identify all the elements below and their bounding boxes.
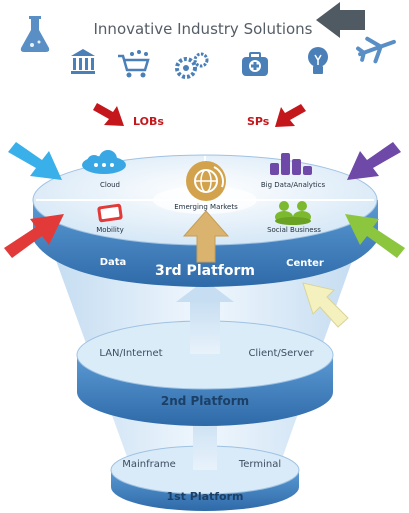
lightbulb-icon	[308, 47, 328, 74]
sps-label: SPs	[247, 115, 270, 128]
emerging-markets-arrow-icon	[182, 210, 230, 263]
social-business-arrow-icon	[345, 214, 405, 258]
flask-icon	[20, 16, 50, 52]
title: Innovative Industry Solutions	[94, 20, 313, 38]
pillar-label-cloud: Cloud	[100, 181, 120, 189]
pillar-label-social-business: Social Business	[267, 226, 321, 234]
gears-icon	[175, 52, 209, 79]
lobs-label: LOBs	[133, 115, 164, 128]
title-arrow-icon	[316, 2, 365, 38]
globe-icon	[186, 161, 226, 201]
pillar-label-mobility: Mobility	[96, 226, 124, 234]
cloud-chat-icon	[82, 150, 126, 174]
bar-chart-icon	[270, 153, 312, 175]
platform-2-left: LAN/Internet	[99, 348, 162, 359]
platform-3-ring-left: Data	[100, 257, 127, 268]
platform-3-name: 3rd Platform	[155, 263, 255, 279]
pillar-label-emerging-markets: Emerging Markets	[174, 203, 238, 211]
platform-3-ring-right: Center	[286, 258, 324, 269]
platform-2-name: 2nd Platform	[161, 394, 249, 408]
platform-2-right: Client/Server	[248, 348, 314, 359]
cloud-arrow-icon	[8, 142, 62, 180]
pillar-label-big-data: Big Data/Analytics	[261, 181, 326, 189]
platform-2: LAN/Internet Client/Server 2nd Platform	[76, 280, 334, 426]
people-icon	[275, 201, 311, 225]
data-center-arrow-icon	[302, 282, 349, 328]
platform-1-right: Terminal	[238, 459, 281, 470]
platform-1-name: 1st Platform	[166, 490, 243, 503]
bank-icon	[71, 49, 95, 74]
sps-arrow-icon	[275, 104, 306, 127]
mobility-arrow-icon	[4, 214, 64, 258]
platform-1-left: Mainframe	[122, 459, 176, 470]
airplane-icon	[356, 36, 396, 64]
medical-kit-icon	[242, 52, 268, 76]
shopping-cart-icon	[118, 50, 150, 78]
lobs-arrow-icon	[93, 103, 124, 126]
mobile-phone-icon	[97, 203, 123, 223]
big-data-arrow-icon	[347, 142, 401, 180]
